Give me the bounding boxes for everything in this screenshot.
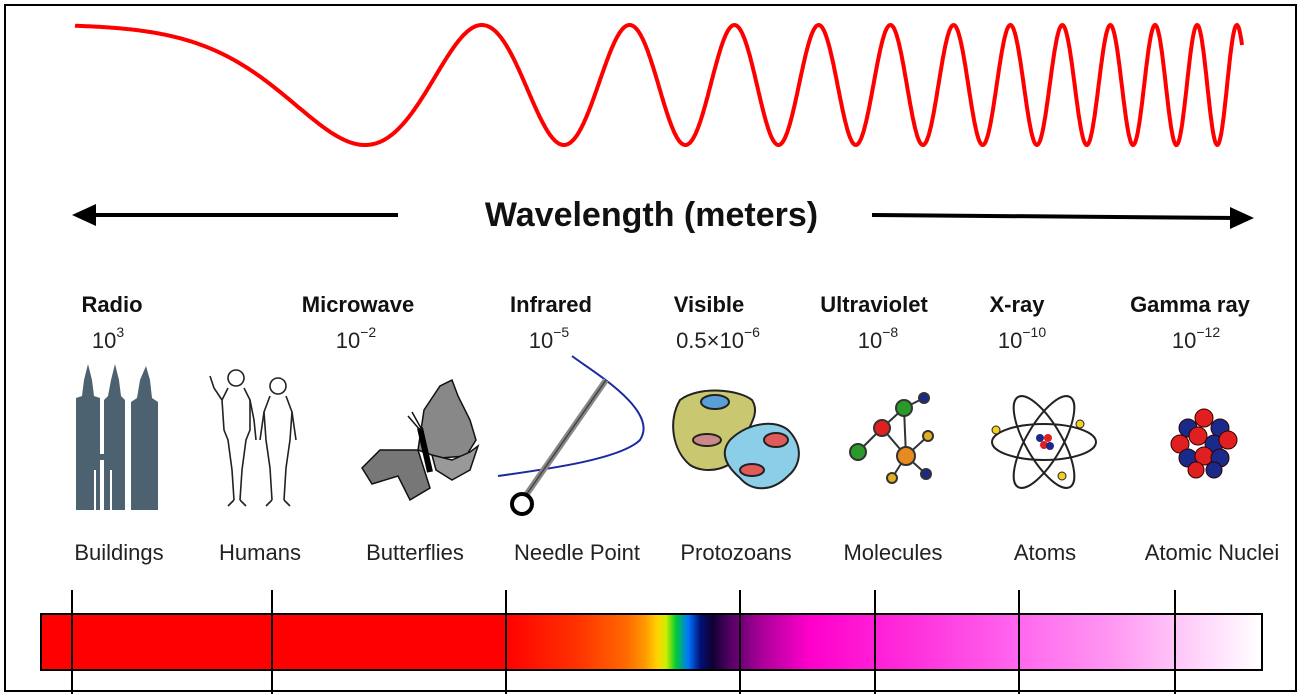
nucleus-icon <box>1170 408 1238 479</box>
band-label-visible: Visible <box>673 292 745 317</box>
diagram-frame <box>4 4 1297 692</box>
wave-line <box>74 22 1244 148</box>
band-label-xray: X-ray <box>989 292 1045 317</box>
twin-towers-icon <box>76 364 158 510</box>
object-label-humans: Humans <box>219 540 301 565</box>
butterfly-icon <box>361 378 480 502</box>
object-label-nuclei: Atomic Nuclei <box>1144 540 1280 565</box>
wavelength-xray: 10−10 <box>997 324 1047 353</box>
wavelength-radio: 103 <box>91 324 125 353</box>
wavelength-gamma: 10−12 <box>1171 324 1221 353</box>
wavelength-microwave: 10−2 <box>335 324 377 353</box>
needle-icon <box>497 355 645 516</box>
band-label-infrared: Infrared <box>510 292 592 317</box>
atom-icon <box>991 395 1097 489</box>
object-label-buildings: Buildings <box>74 540 164 565</box>
arrow-right-head <box>1230 207 1254 229</box>
band-label-ultraviolet: Ultraviolet <box>820 292 928 317</box>
wavelength-infrared: 10−5 <box>528 324 570 353</box>
humans-icon <box>209 369 297 507</box>
object-label-protozoans: Protozoans <box>680 540 792 565</box>
wavelength-ultraviolet: 10−8 <box>857 324 899 353</box>
molecule-icon <box>849 392 934 484</box>
protozoa-icon <box>672 389 800 490</box>
wavelength-visible: 0.5×10−6 <box>676 324 760 353</box>
band-label-radio: Radio <box>81 292 143 317</box>
axis-title: Wavelength (meters) <box>484 196 819 234</box>
arrow-left-head <box>72 204 96 226</box>
object-label-butterflies: Butterflies <box>366 540 464 565</box>
band-label-microwave: Microwave <box>301 292 415 317</box>
object-label-molecules: Molecules <box>843 540 943 565</box>
band-label-gamma: Gamma ray <box>1130 292 1250 317</box>
object-label-needle: Needle Point <box>514 540 640 565</box>
object-label-atoms: Atoms <box>1013 540 1077 565</box>
arrow-right-line <box>871 213 1239 220</box>
color-spectrum-bar <box>40 613 1263 671</box>
